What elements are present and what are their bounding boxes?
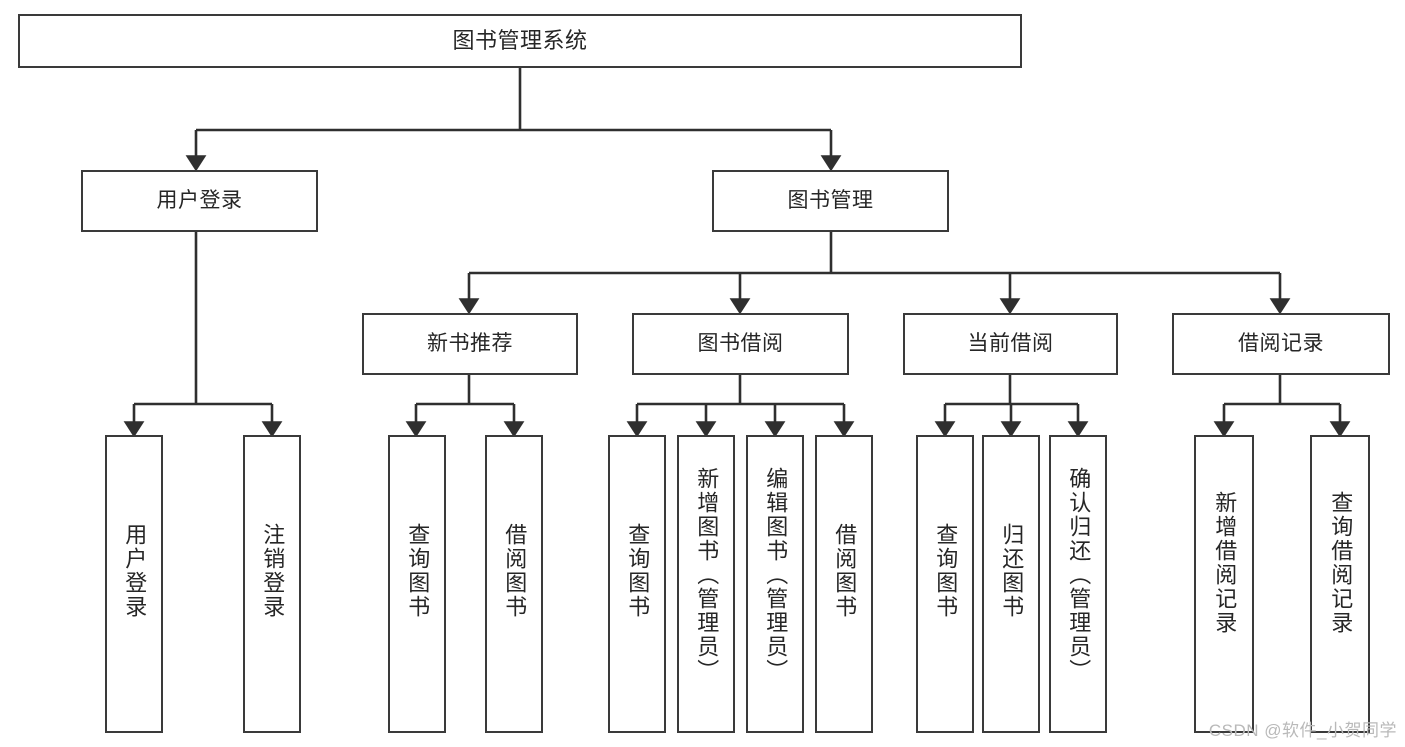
node-label: 新书推荐 xyxy=(427,332,513,356)
node-new-book-recommend[interactable]: 新书推荐 xyxy=(362,313,578,375)
node-label: 图书管理 xyxy=(787,189,874,213)
node-label: 编辑图书（管理员） xyxy=(763,467,789,683)
leaf-query-book-2[interactable]: 查询图书 xyxy=(608,435,666,733)
leaf-add-book[interactable]: 新增图书（管理员） xyxy=(677,435,735,733)
leaf-add-record[interactable]: 新增借阅记录 xyxy=(1194,435,1254,733)
node-user-login[interactable]: 用户登录 xyxy=(81,170,318,232)
leaf-edit-book[interactable]: 编辑图书（管理员） xyxy=(746,435,804,733)
node-borrow-record[interactable]: 借阅记录 xyxy=(1172,313,1390,375)
node-book-borrow[interactable]: 图书借阅 xyxy=(632,313,849,375)
leaf-confirm-return[interactable]: 确认归还（管理员） xyxy=(1049,435,1107,733)
leaf-logout-login[interactable]: 注销登录 xyxy=(243,435,301,733)
node-label: 图书管理系统 xyxy=(452,27,588,53)
node-book-management[interactable]: 图书管理 xyxy=(712,170,949,232)
node-root-system[interactable]: 图书管理系统 xyxy=(18,14,1022,68)
node-label: 当前借阅 xyxy=(967,332,1054,356)
node-label: 新增图书（管理员） xyxy=(694,467,720,683)
node-label: 用户登录 xyxy=(156,189,243,213)
node-label: 新增借阅记录 xyxy=(1212,491,1238,635)
node-label: 查询借阅记录 xyxy=(1328,491,1354,635)
node-label: 查询图书 xyxy=(405,523,431,619)
node-label: 借阅图书 xyxy=(502,523,528,619)
node-label: 借阅记录 xyxy=(1238,332,1324,356)
node-current-borrow[interactable]: 当前借阅 xyxy=(903,313,1118,375)
leaf-query-book-3[interactable]: 查询图书 xyxy=(916,435,974,733)
csdn-watermark: CSDN @软件_小贺同学 xyxy=(1208,721,1397,740)
node-label: 注销登录 xyxy=(260,523,286,619)
node-label: 借阅图书 xyxy=(832,523,858,619)
node-label: 归还图书 xyxy=(999,523,1025,619)
node-label: 查询图书 xyxy=(933,523,959,619)
leaf-borrow-book-2[interactable]: 借阅图书 xyxy=(815,435,873,733)
node-label: 图书借阅 xyxy=(697,332,784,356)
leaf-query-record[interactable]: 查询借阅记录 xyxy=(1310,435,1370,733)
leaf-return-book[interactable]: 归还图书 xyxy=(982,435,1040,733)
leaf-user-login[interactable]: 用户登录 xyxy=(105,435,163,733)
node-label: 查询图书 xyxy=(625,523,651,619)
node-label: 确认归还（管理员） xyxy=(1066,467,1092,683)
leaf-query-book-1[interactable]: 查询图书 xyxy=(388,435,446,733)
node-label: 用户登录 xyxy=(122,523,148,619)
leaf-borrow-book-1[interactable]: 借阅图书 xyxy=(485,435,543,733)
